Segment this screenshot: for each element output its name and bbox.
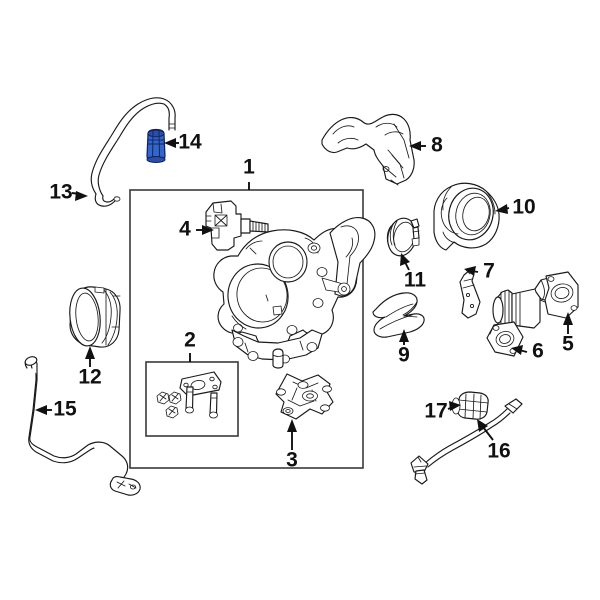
callout-label-2: 2	[184, 329, 196, 352]
callout-label-5: 5	[562, 333, 574, 356]
callout-label-7: 7	[483, 260, 495, 283]
callout-leader-17	[447, 401, 461, 411]
part-turbine-housing-shield	[433, 182, 500, 251]
part-temperature-sensor	[459, 269, 481, 319]
callout-leader-13	[71, 191, 88, 201]
callout-leader-9	[399, 329, 409, 345]
callout-label-13: 13	[49, 181, 72, 204]
callout-leader-4	[196, 225, 214, 235]
callout-label-15: 15	[53, 398, 77, 421]
part-oxygen-sensor	[410, 398, 523, 485]
callout-label-17: 17	[424, 400, 447, 423]
part-mounting-hardware-kit	[156, 371, 222, 419]
callout-leader-11	[400, 253, 410, 271]
callout-leader-14	[164, 138, 179, 148]
part-small-stud	[272, 348, 284, 369]
part-lower-heat-shield	[372, 292, 425, 338]
callout-label-14: 14	[178, 131, 202, 154]
callout-leader-5	[563, 312, 573, 334]
part-oxygen-sensor-connector	[451, 391, 489, 420]
callout-leader-6	[511, 345, 528, 355]
part-hose-connector-fitting	[146, 128, 166, 163]
group-box-turbocharger-assembly	[129, 189, 364, 469]
callout-label-11: 11	[404, 269, 427, 292]
callout-leader-8	[409, 141, 426, 151]
callout-leader-12	[85, 346, 95, 367]
callout-leader-10	[495, 204, 510, 214]
part-upper-heat-shield	[321, 113, 415, 186]
part-support-bracket-plate	[275, 373, 334, 420]
part-air-inlet-coupling	[69, 286, 121, 348]
callout-leader-16	[477, 419, 494, 441]
callout-leader-3	[287, 419, 297, 450]
part-turbocharger-assembly	[213, 217, 376, 364]
callout-label-10: 10	[512, 196, 535, 219]
callout-label-8: 8	[431, 134, 443, 157]
callout-label-3: 3	[286, 449, 298, 472]
part-coolant-vacuum-hose	[90, 97, 176, 207]
group-box-mounting-hardware-kit	[145, 361, 239, 437]
callout-label-6: 6	[532, 340, 544, 363]
callout-leader-15	[35, 405, 52, 415]
callout-label-9: 9	[398, 344, 410, 367]
callout-label-4: 4	[179, 218, 191, 241]
callout-label-1: 1	[243, 156, 255, 179]
callout-leader-7	[464, 266, 479, 276]
part-exhaust-downpipe-converter	[492, 271, 579, 331]
part-oil-supply-feed-line	[24, 356, 141, 496]
callout-label-16: 16	[487, 440, 510, 463]
part-v-band-clamp	[386, 217, 420, 257]
callout-label-12: 12	[78, 366, 101, 389]
